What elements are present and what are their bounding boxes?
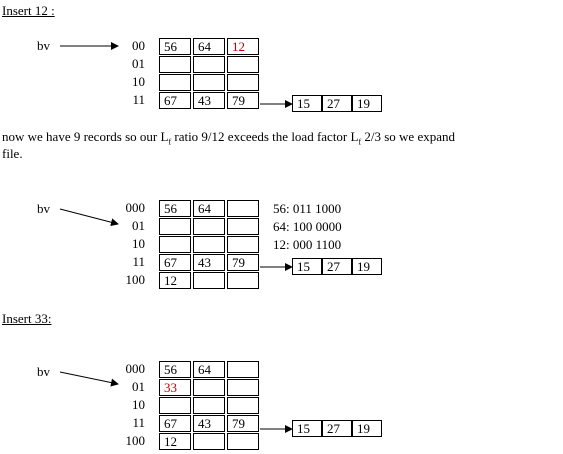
bucket-cell	[193, 272, 225, 289]
bucket-cell: 64	[193, 38, 225, 55]
bucket-cell: 79	[227, 415, 259, 432]
bv-label-1: bv	[37, 38, 50, 53]
explanation-line-2: file.	[2, 146, 23, 161]
bucket-cell	[159, 218, 191, 235]
bucket-cell	[227, 433, 259, 450]
bucket-cell	[227, 56, 259, 73]
bucket-cell: 79	[227, 254, 259, 271]
bucket-cell: 33	[159, 379, 191, 396]
bucket-label: 000	[125, 361, 146, 376]
bucket-cell: 56	[159, 361, 191, 378]
bucket-cell	[227, 397, 259, 414]
bucket-label: 01	[132, 56, 145, 71]
binary-56: 56: 011 1000	[273, 201, 342, 216]
bucket-label: 10	[132, 397, 145, 412]
bucket-cell	[227, 74, 259, 91]
bucket-cell	[227, 272, 259, 289]
bucket-cell	[193, 236, 225, 253]
bucket-label: 11	[132, 92, 145, 107]
bucket-label: 100	[125, 433, 146, 448]
explanation-line-1: now we have 9 records so our Lf ratio 9/…	[2, 129, 455, 147]
bucket-cell: 67	[159, 254, 191, 271]
binary-12: 12: 000 1100	[273, 237, 342, 252]
bucket-label: 10	[132, 74, 145, 89]
bucket-label: 01	[132, 379, 145, 394]
bucket-cell: 64	[193, 361, 225, 378]
bucket-cell	[227, 236, 259, 253]
bucket-cell	[193, 433, 225, 450]
bv-arrow-2	[59, 208, 119, 227]
bucket-cell	[159, 56, 191, 73]
bucket-label: 00	[132, 38, 145, 53]
overflow-cell: 19	[352, 95, 382, 112]
bucket-cell	[159, 236, 191, 253]
overflow-cell: 27	[322, 420, 352, 437]
bucket-cell	[227, 200, 259, 217]
bucket-cell: 56	[159, 38, 191, 55]
binary-64: 64: 100 0000	[273, 219, 342, 234]
overflow-cell: 27	[322, 258, 352, 275]
bucket-label: 100	[125, 272, 146, 287]
bucket-label: 11	[132, 415, 145, 430]
bucket-cell: 12	[159, 272, 191, 289]
bucket-cell	[227, 361, 259, 378]
heading-insert-12: Insert 12 :	[2, 3, 55, 18]
bucket-cell: 43	[193, 415, 225, 432]
bv-label-3: bv	[37, 364, 50, 379]
bucket-label: 000	[125, 200, 146, 215]
overflow-cell: 27	[322, 95, 352, 112]
bucket-cell	[227, 218, 259, 235]
bucket-cell	[193, 379, 225, 396]
bucket-label: 01	[132, 218, 145, 233]
bucket-label: 11	[132, 254, 145, 269]
bucket-cell: 12	[227, 38, 259, 55]
bv-label-2: bv	[37, 201, 50, 216]
bucket-cell	[193, 218, 225, 235]
overflow-cell: 19	[352, 258, 382, 275]
bucket-cell	[193, 74, 225, 91]
bucket-cell	[193, 56, 225, 73]
overflow-cell: 19	[352, 420, 382, 437]
bucket-cell: 43	[193, 254, 225, 271]
bucket-cell: 56	[159, 200, 191, 217]
heading-insert-33: Insert 33:	[2, 311, 52, 326]
bucket-label: 10	[132, 236, 145, 251]
bucket-cell: 79	[227, 92, 259, 109]
bucket-cell	[227, 379, 259, 396]
bucket-cell	[159, 74, 191, 91]
bucket-cell: 43	[193, 92, 225, 109]
bucket-cell: 67	[159, 415, 191, 432]
bucket-cell: 64	[193, 200, 225, 217]
bucket-cell: 12	[159, 433, 191, 450]
bucket-cell	[193, 397, 225, 414]
bv-arrow-3	[59, 371, 119, 387]
bucket-cell	[159, 397, 191, 414]
bucket-cell: 67	[159, 92, 191, 109]
